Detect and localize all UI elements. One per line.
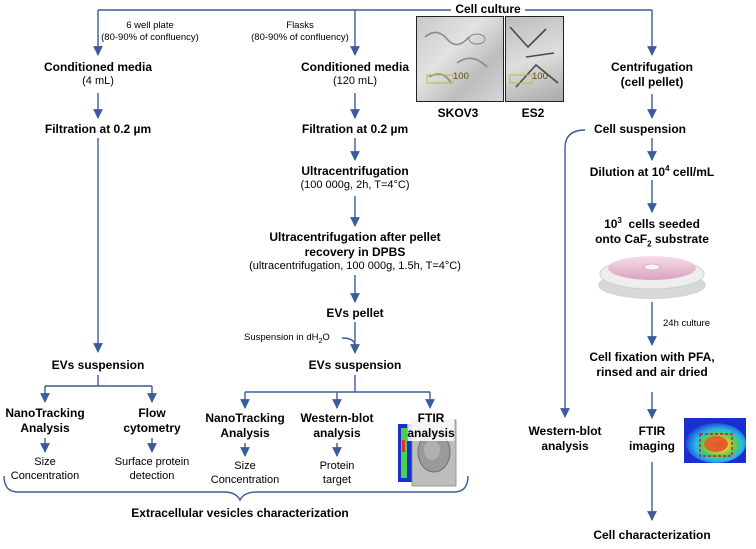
es2-scale-text: 100: [532, 71, 548, 82]
middle-container-label: Flasks (80-90% of confluency): [251, 20, 349, 43]
suspension-hook: [341, 337, 356, 347]
dilution-step: Dilution at 104 cell/mL: [589, 164, 715, 179]
middle-evs-suspension: EVs suspension: [308, 358, 402, 372]
cell-suspension: Cell suspension: [593, 122, 687, 136]
left-container-label: 6 well plate (80-90% of confluency): [101, 20, 199, 43]
left-split: [45, 375, 152, 387]
cells-seeded-step: 103 cells seeded onto CaF2 substrate: [595, 216, 709, 249]
cell-fixation-step: Cell fixation with PFA, rinsed and air d…: [589, 350, 715, 379]
mid-split: [245, 375, 430, 393]
left-nta-title: NanoTracking Analysis: [5, 406, 85, 435]
skov3-cell-image: 100: [416, 16, 504, 102]
suspension-note: Suspension in dH2O: [244, 332, 330, 345]
bottom-brace: [3, 475, 469, 502]
middle-nta-title: NanoTracking Analysis: [205, 411, 285, 440]
middle-ftir-title: FTIR analysis: [407, 411, 455, 441]
skov3-label: SKOV3: [437, 106, 479, 120]
right-western-title: Western-blot analysis: [528, 424, 602, 453]
ftir-imaging-heatmap: [684, 418, 746, 463]
cell-culture-title: Cell culture: [451, 2, 525, 17]
caf2-dish-image: [598, 256, 706, 299]
middle-filtration: Filtration at 0.2 µm: [301, 122, 409, 136]
centrifugation: Centrifugation (cell pellet): [611, 60, 693, 89]
middle-western-result: Protein target: [319, 460, 355, 486]
left-filtration: Filtration at 0.2 µm: [44, 122, 152, 136]
roi-dashed-box: [699, 433, 733, 457]
ev-characterization-label: Extracellular vesicles characterization: [131, 506, 349, 520]
es2-cell-image: 100: [505, 16, 564, 102]
left-flow-result: Surface protein detection: [114, 456, 190, 482]
left-flow-title: Flow cytometry: [123, 406, 181, 435]
left-nta-result: Size Concentration: [10, 456, 80, 482]
cell-characterization: Cell characterization: [593, 528, 711, 542]
arrow-right-western: [560, 129, 586, 418]
middle-nta-result: Size Concentration: [210, 460, 280, 486]
middle-conditioned-media: Conditioned media (120 mL): [301, 60, 409, 87]
ultracentrifugation-step-2: Ultracentrifugation after pellet recover…: [249, 230, 461, 272]
culture-note: 24h culture: [663, 318, 711, 329]
ultracentrifugation-step-1: Ultracentrifugation (100 000g, 2h, T=4°C…: [300, 164, 410, 191]
left-evs-suspension: EVs suspension: [51, 358, 145, 372]
skov3-scale-text: 100: [453, 71, 469, 82]
left-conditioned-media: Conditioned media (4 mL): [44, 60, 152, 87]
es2-label: ES2: [521, 106, 545, 120]
ftir-imaging-title: FTIR imaging: [628, 424, 676, 453]
evs-pellet: EVs pellet: [326, 306, 384, 320]
middle-western-title: Western-blot analysis: [300, 411, 374, 440]
